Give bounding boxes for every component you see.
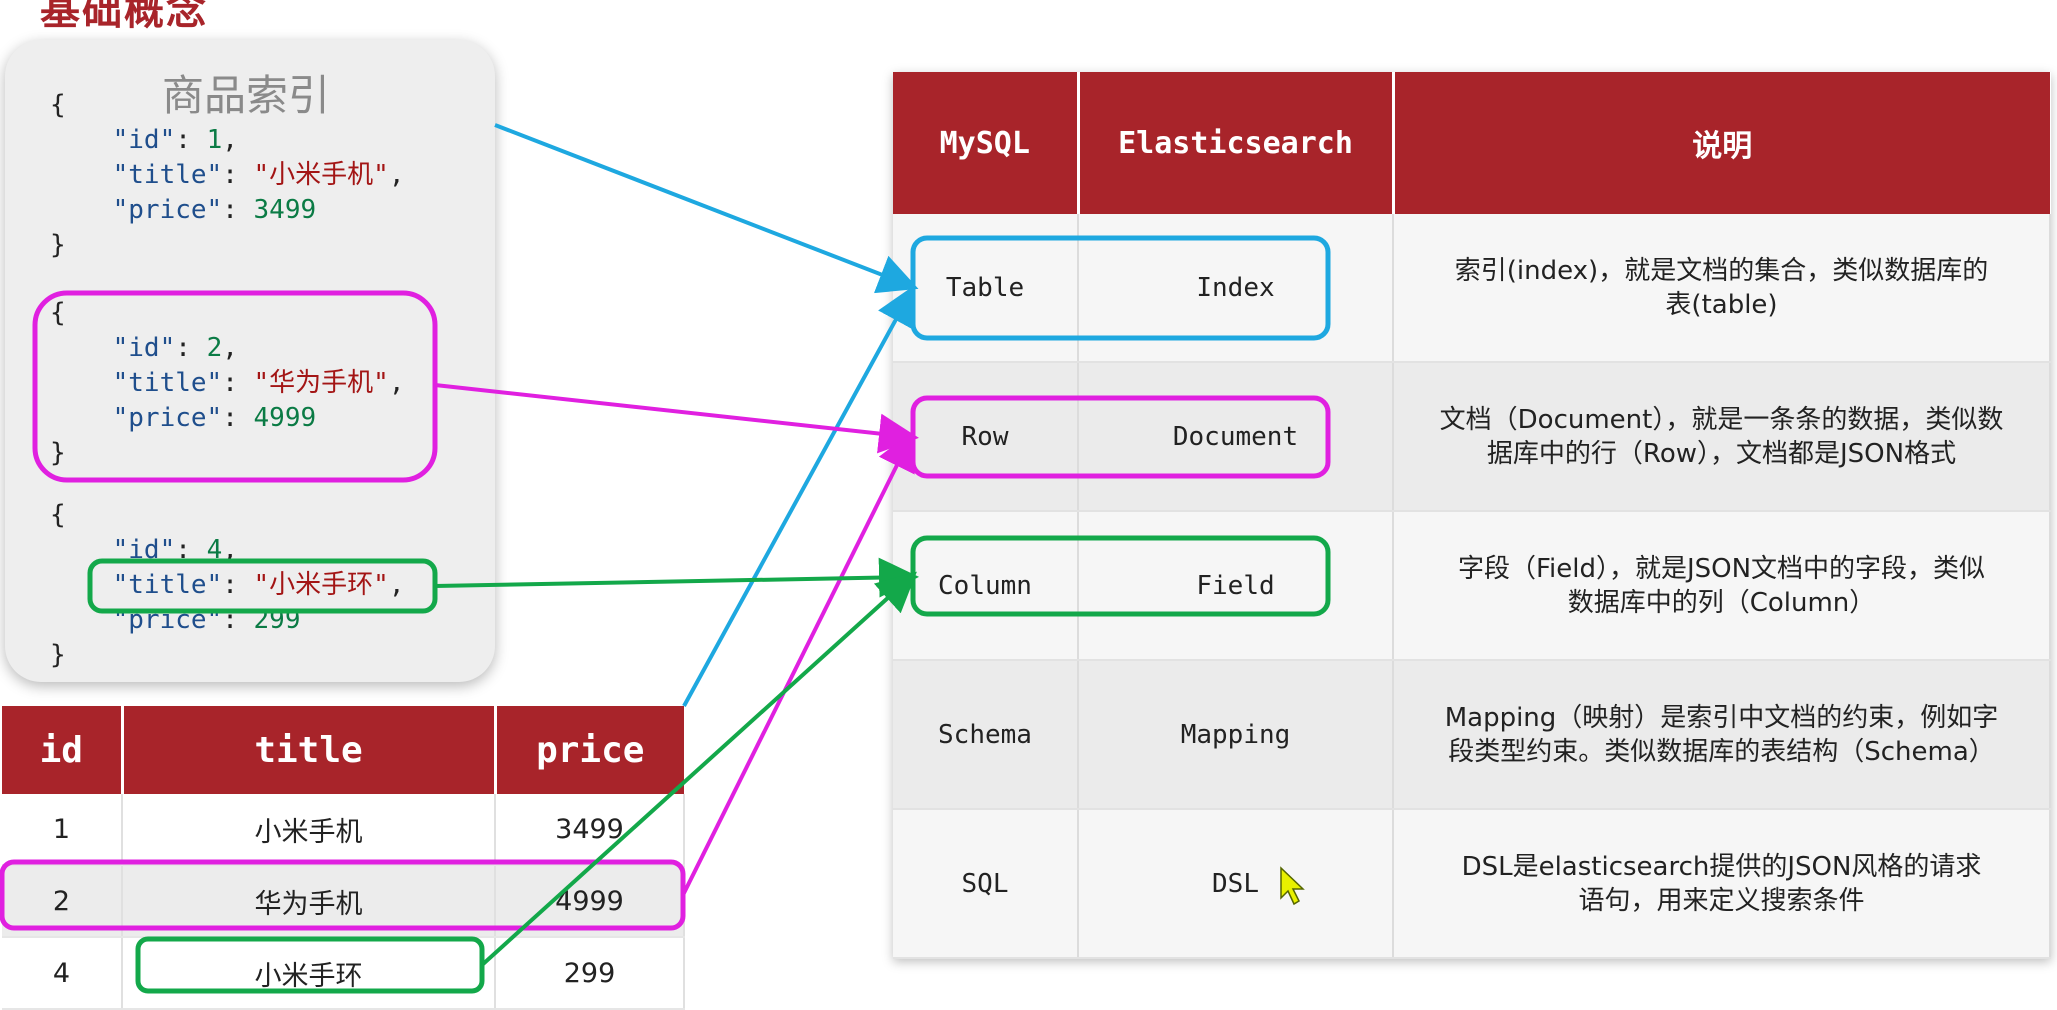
cell-elasticsearch: Field bbox=[1078, 511, 1394, 661]
column-header-price: price bbox=[495, 706, 684, 794]
column-header-title: title bbox=[122, 706, 497, 794]
table-row: 4 小米手环 299 bbox=[2, 937, 685, 1010]
table-header-row: MySQL Elasticsearch 说明 bbox=[893, 72, 2050, 214]
mysql-rows-table: id title price 1 小米手机 3499 2 华为手机 4999 4… bbox=[2, 706, 685, 1010]
json-document: { "id": 4, "title": "小米手环", "price": 299… bbox=[50, 500, 405, 670]
column-header-id: id bbox=[2, 706, 124, 794]
arrow-field-to-column bbox=[434, 557, 919, 598]
cell-mysql: SQL bbox=[893, 809, 1079, 959]
cell-description: 字段（Field），就是JSON文档中的字段，类似数据库中的列（Column） bbox=[1393, 511, 2051, 661]
arrow-doc-to-row bbox=[434, 383, 919, 454]
column-header-mysql: MySQL bbox=[893, 72, 1080, 214]
arrow-table-to-table bbox=[682, 284, 915, 707]
json-document: { "id": 2, "title": "华为手机", "price": 499… bbox=[50, 298, 405, 468]
table-row: SQL DSL DSL是elasticsearch提供的JSON风格的请求语句，… bbox=[893, 809, 2051, 959]
cell-id: 2 bbox=[2, 865, 123, 938]
table-row: Table Index 索引(index)，就是文档的集合，类似数据库的表(ta… bbox=[893, 214, 2051, 363]
cell-elasticsearch: Mapping bbox=[1078, 660, 1394, 810]
cell-id: 4 bbox=[2, 937, 123, 1010]
cell-price: 299 bbox=[495, 937, 685, 1010]
cell-elasticsearch: Document bbox=[1078, 362, 1394, 512]
cell-title: 小米手环 bbox=[122, 937, 496, 1010]
index-card-title: 商品索引 bbox=[162, 71, 331, 120]
cell-description: 文档（Document），就是一条条的数据，类似数据库中的行（Row），文档都是… bbox=[1393, 362, 2051, 512]
json-document: { "id": 1, "title": "小米手机", "price": 349… bbox=[50, 90, 405, 260]
column-header-description: 说明 bbox=[1393, 72, 2050, 214]
cell-price: 3499 bbox=[495, 794, 685, 866]
cell-mysql: Schema bbox=[893, 660, 1079, 810]
table-row: Row Document 文档（Document），就是一条条的数据，类似数据库… bbox=[893, 362, 2051, 512]
cell-id: 1 bbox=[2, 794, 123, 866]
arrow-index-to-table bbox=[494, 123, 919, 294]
cell-price: 4999 bbox=[495, 865, 685, 938]
table-row: 1 小米手机 3499 bbox=[2, 794, 685, 866]
cell-mysql: Row bbox=[893, 362, 1079, 512]
cell-description: DSL是elasticsearch提供的JSON风格的请求语句，用来定义搜索条件 bbox=[1393, 809, 2051, 959]
cell-title: 华为手机 bbox=[122, 865, 496, 938]
cell-title: 小米手机 bbox=[122, 794, 496, 866]
cell-mysql: Column bbox=[893, 511, 1079, 661]
page-title: 基础概念 bbox=[40, 0, 208, 34]
arrow-row-to-row bbox=[681, 429, 915, 896]
table-row: 2 华为手机 4999 bbox=[2, 865, 685, 938]
column-header-elasticsearch: Elasticsearch bbox=[1078, 72, 1395, 214]
cell-description: 索引(index)，就是文档的集合，类似数据库的表(table) bbox=[1393, 214, 2051, 363]
concept-mapping-table: MySQL Elasticsearch 说明 Table Index 索引(in… bbox=[893, 72, 2051, 959]
cell-description: Mapping（映射）是索引中文档的约束，例如字段类型约束。类似数据库的表结构（… bbox=[1393, 660, 2051, 810]
cell-elasticsearch: DSL bbox=[1078, 809, 1394, 959]
table-header-row: id title price bbox=[2, 706, 684, 794]
table-row: Column Field 字段（Field），就是JSON文档中的字段，类似数据… bbox=[893, 511, 2051, 661]
cell-elasticsearch: Index bbox=[1078, 214, 1394, 363]
table-row: Schema Mapping Mapping（映射）是索引中文档的约束，例如字段… bbox=[893, 660, 2051, 810]
cell-mysql: Table bbox=[893, 214, 1079, 363]
